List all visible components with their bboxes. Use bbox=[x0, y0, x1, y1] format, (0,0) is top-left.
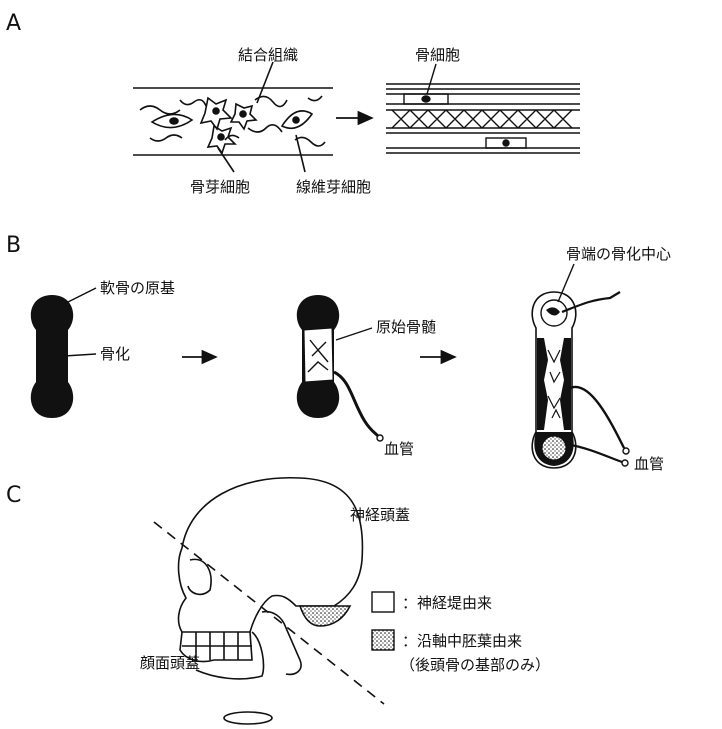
connective-tissue-band bbox=[133, 62, 333, 172]
legend-note: （後頭骨の基部のみ） bbox=[400, 656, 550, 674]
osteocyte-label: 骨細胞 bbox=[415, 46, 460, 64]
viscerocranium-label: 顔面頭蓋 bbox=[140, 654, 200, 672]
bone-with-epiphyseal-center bbox=[532, 292, 629, 468]
blood-vessel-label-2: 血管 bbox=[634, 455, 664, 473]
ossification-label: 骨化 bbox=[100, 345, 130, 363]
legend-label-neural-crest: ：神経堤由来 bbox=[402, 594, 492, 612]
legend-label-paraxial-mesoderm: ：沿軸中胚葉由来 bbox=[402, 632, 522, 650]
panel-b: B 軟骨の原基 骨化 原始骨髄 血管 bbox=[6, 233, 671, 473]
lamellar-bone bbox=[386, 64, 580, 153]
legend: ：神経堤由来 ：沿軸中胚葉由来 （後頭骨の基部のみ） bbox=[372, 592, 550, 674]
primitive-marrow-label: 原始骨髄 bbox=[376, 318, 436, 336]
panel-a: A bbox=[6, 11, 580, 196]
legend-swatch-neural-crest bbox=[372, 592, 394, 612]
panel-c-letter: C bbox=[6, 483, 21, 508]
panel-b-letter: B bbox=[6, 233, 21, 258]
skull-drawing bbox=[179, 478, 363, 724]
panel-c: C 神経頭蓋 顔面頭蓋 ：神経堤由来 ：沿軸中胚葉由来 （後頭骨の基部のみ） bbox=[6, 478, 550, 724]
connective-tissue-label: 結合組織 bbox=[238, 46, 298, 64]
panel-a-letter: A bbox=[6, 11, 21, 36]
bone-with-primitive-marrow bbox=[297, 295, 383, 441]
cartilage-primordium-label: 軟骨の原基 bbox=[100, 279, 175, 297]
neural-crest-boundary-line bbox=[154, 522, 384, 704]
blood-vessel-label-1: 血管 bbox=[384, 440, 414, 458]
osteoblast-label: 骨芽細胞 bbox=[190, 178, 250, 196]
epiphyseal-center-label: 骨端の骨化中心 bbox=[566, 245, 671, 263]
neurocranium-label: 神経頭蓋 bbox=[350, 506, 410, 524]
legend-swatch-paraxial-mesoderm bbox=[372, 630, 394, 650]
fibroblast-label: 線維芽細胞 bbox=[296, 178, 371, 196]
